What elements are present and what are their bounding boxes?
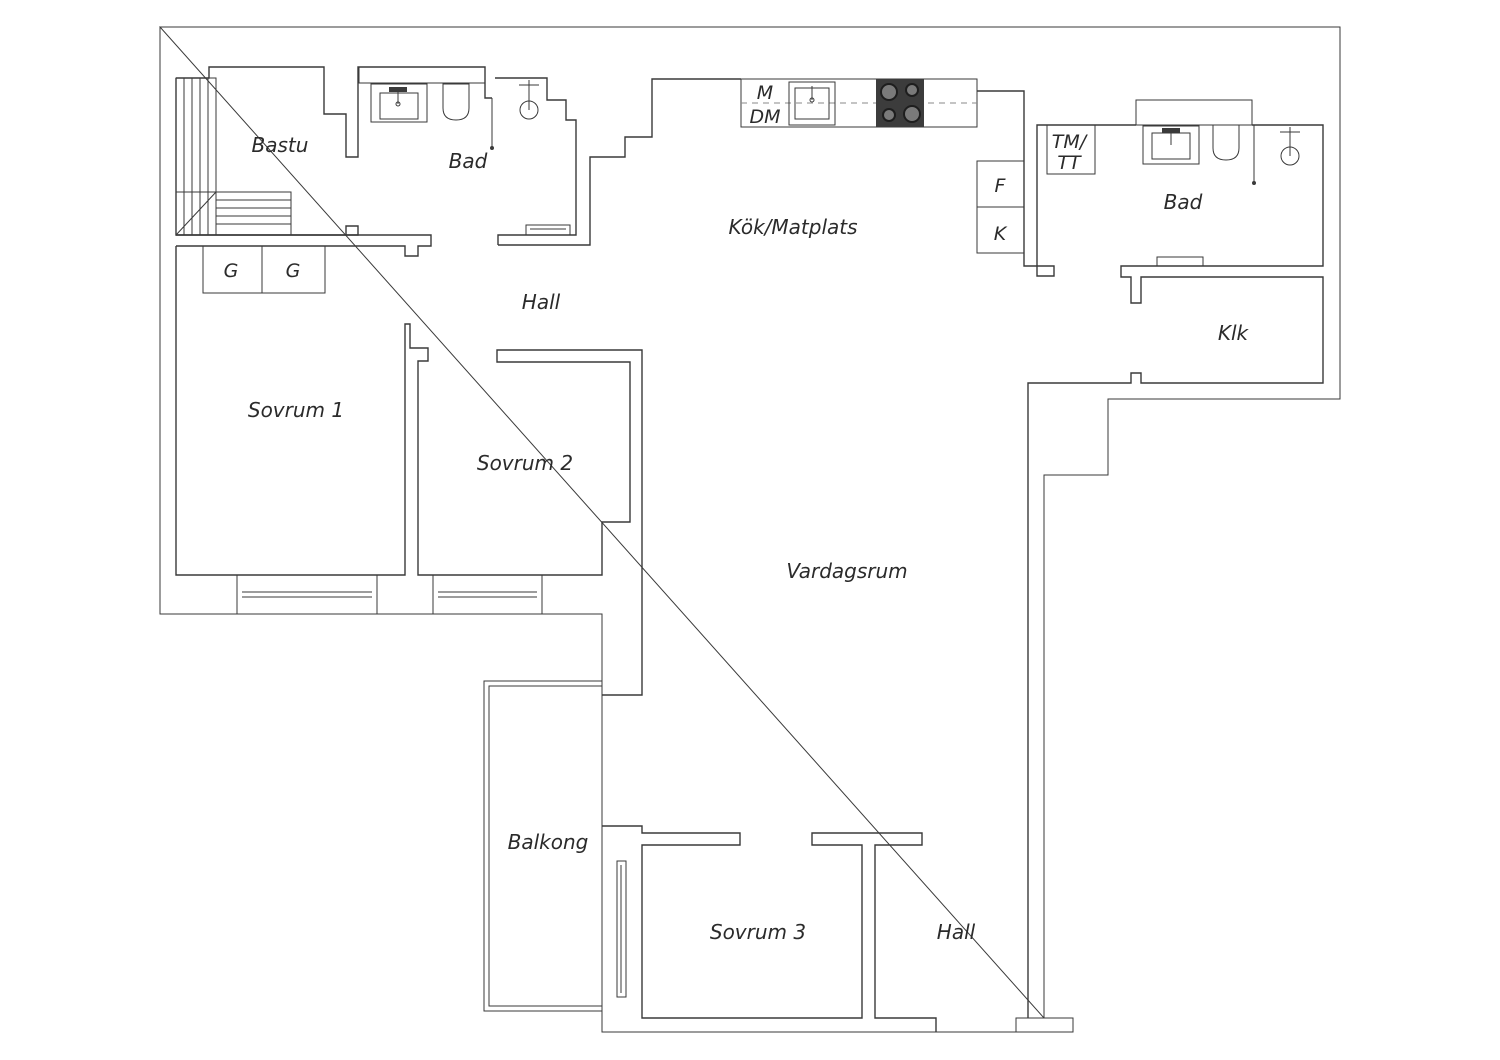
room-label-vardagsrum: Vardagsrum [786, 559, 907, 583]
label-freezer: K [994, 223, 1008, 245]
room-label-bad-right: Bad [1164, 190, 1203, 214]
shower-pole-end [490, 146, 494, 150]
room-label-bad-left: Bad [449, 149, 488, 173]
wardrobe-2 [261, 245, 326, 294]
floor-drain-right [1156, 256, 1204, 267]
window-sovrum-1 [236, 574, 378, 615]
room-label-sovrum-3: Sovrum 3 [710, 920, 806, 944]
burner [880, 83, 898, 101]
freezer [976, 206, 1025, 254]
wall-top-left-block [175, 246, 643, 696]
label-washer-dryer-1: TM/ [1052, 131, 1089, 153]
label-wardrobe-2: G [286, 260, 301, 282]
toilet-left [442, 83, 470, 121]
window-sovrum-2 [432, 574, 543, 615]
floor-drain-left [525, 224, 571, 236]
faucet-right [1162, 128, 1180, 133]
sink-basin-left [379, 92, 419, 120]
label-washer-dryer-2: TT [1057, 152, 1082, 174]
wall-bastu-top [176, 66, 492, 158]
shower-pole-end [1252, 181, 1256, 185]
wall-kitchen-top [498, 78, 741, 246]
faucet-left [389, 87, 407, 92]
bathroom-counter [358, 66, 486, 84]
room-label-bastu: Bastu [252, 133, 309, 157]
room-label-balkong: Balkong [508, 830, 589, 854]
building-outline [158, 26, 1341, 1033]
room-label-klk: Klk [1218, 321, 1250, 345]
bastu-bench-horizontal [175, 191, 292, 236]
sink-kitchen [788, 81, 836, 126]
wall-kitchen-right [977, 90, 1136, 277]
toilet-right [1212, 124, 1240, 161]
room-label-sovrum-1: Sovrum 1 [248, 398, 344, 422]
room-label-sovrum-2: Sovrum 2 [477, 451, 573, 475]
room-label-hall-bottom: Hall [937, 920, 976, 944]
bench-diagonal [175, 191, 217, 236]
wall-living-right [1027, 124, 1324, 1018]
bathroom-right-cabinet [1135, 99, 1253, 126]
drain-kitchen [809, 97, 815, 103]
label-microwave: M [757, 82, 773, 104]
burner [905, 83, 919, 97]
label-wardrobe-1: G [224, 260, 239, 282]
sink-right [1142, 125, 1200, 165]
washer-dryer [1046, 124, 1096, 175]
wall-bad-left [495, 77, 577, 245]
sink-left [370, 83, 428, 123]
balcony-rail [488, 685, 603, 1007]
room-label-kok: Kök/Matplats [728, 215, 857, 239]
bastu-bench-vertical [175, 77, 217, 236]
label-dishwasher: DM [749, 106, 780, 128]
room-label-hall-top: Hall [522, 290, 561, 314]
wall-sovrum-3 [602, 825, 937, 1032]
burner [882, 108, 896, 122]
drain [395, 101, 401, 107]
burner [903, 105, 921, 123]
label-fridge: F [995, 175, 1007, 197]
outer-wall-left [159, 27, 1016, 1033]
wall-hall-divider [176, 234, 432, 257]
balcony-door [616, 860, 627, 998]
